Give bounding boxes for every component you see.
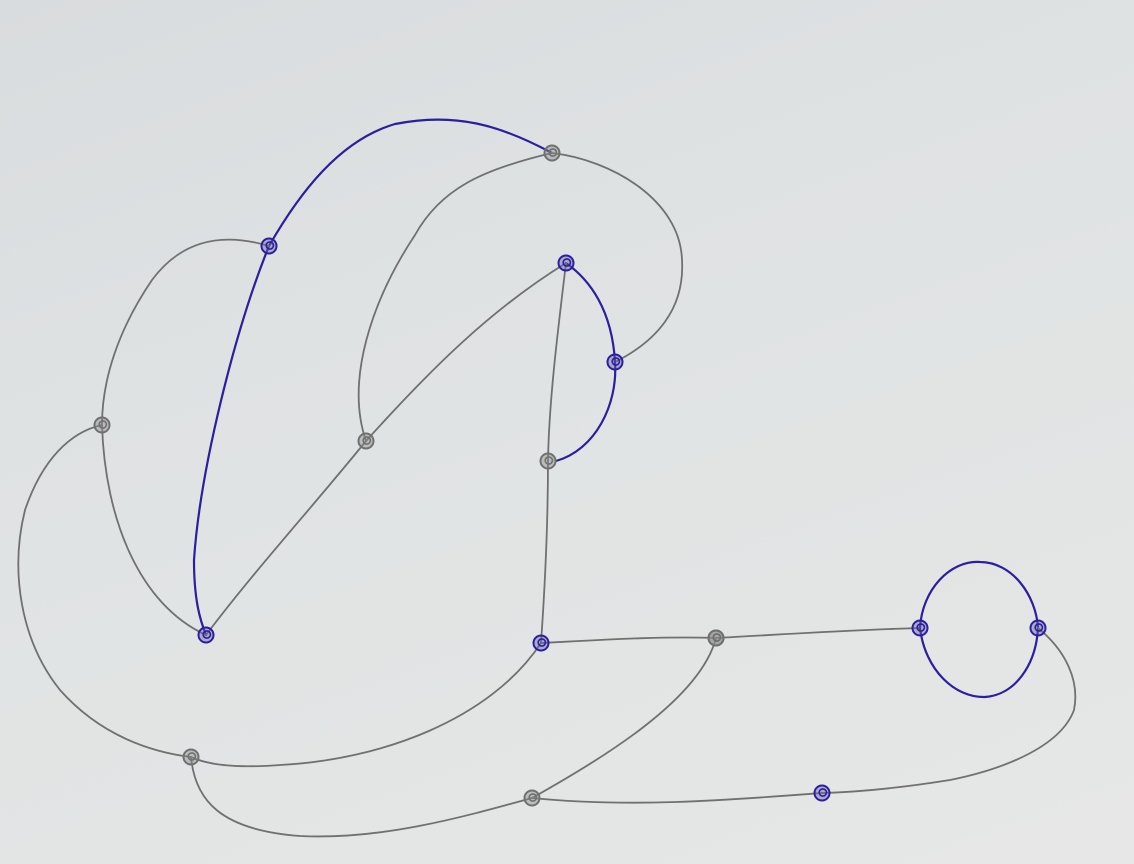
edge-n5-n6 xyxy=(365,262,567,442)
edge-n4-n3 xyxy=(101,424,207,636)
node-n15 xyxy=(523,789,541,807)
node-n6 xyxy=(557,254,575,272)
edge-n1-n2 xyxy=(267,118,554,248)
edge-n12-n13 xyxy=(918,626,1040,699)
edge-n8-n9 xyxy=(540,460,549,644)
node-n13 xyxy=(1029,619,1047,637)
node-n14 xyxy=(813,784,831,802)
node-n8 xyxy=(539,452,557,470)
edge-n6-n7 xyxy=(564,261,617,364)
node-n4 xyxy=(93,416,111,434)
node-n16 xyxy=(707,629,725,647)
node-n5 xyxy=(357,432,375,450)
edge-n13-n14 xyxy=(821,627,1077,794)
node-n7 xyxy=(606,353,624,371)
node-n1 xyxy=(543,144,561,162)
edge-n9-n11 xyxy=(540,636,717,644)
edge-n15-n10 xyxy=(190,756,533,838)
node-n12 xyxy=(911,619,929,637)
node-n2 xyxy=(260,237,278,255)
edge-n14-n15 xyxy=(531,792,823,804)
edge-n5-n3 xyxy=(205,440,367,636)
edge-n9-n10 xyxy=(190,642,542,768)
edge-n1-n5 xyxy=(357,152,553,442)
node-n3 xyxy=(197,626,215,644)
edge-n11-n12 xyxy=(715,627,921,639)
edge-n6-n8 xyxy=(547,262,567,462)
edge-n1-n7 xyxy=(551,152,683,363)
node-n9 xyxy=(532,634,550,652)
edge-n4-n10 xyxy=(17,424,192,758)
edge-n7-n8 xyxy=(554,360,617,463)
edge-n15-n11 xyxy=(531,637,717,799)
node-n10 xyxy=(182,748,200,766)
edge-n2-n3 xyxy=(192,244,271,637)
edge-n12-n13 xyxy=(918,560,1040,630)
edge-n2-n4 xyxy=(101,238,270,426)
